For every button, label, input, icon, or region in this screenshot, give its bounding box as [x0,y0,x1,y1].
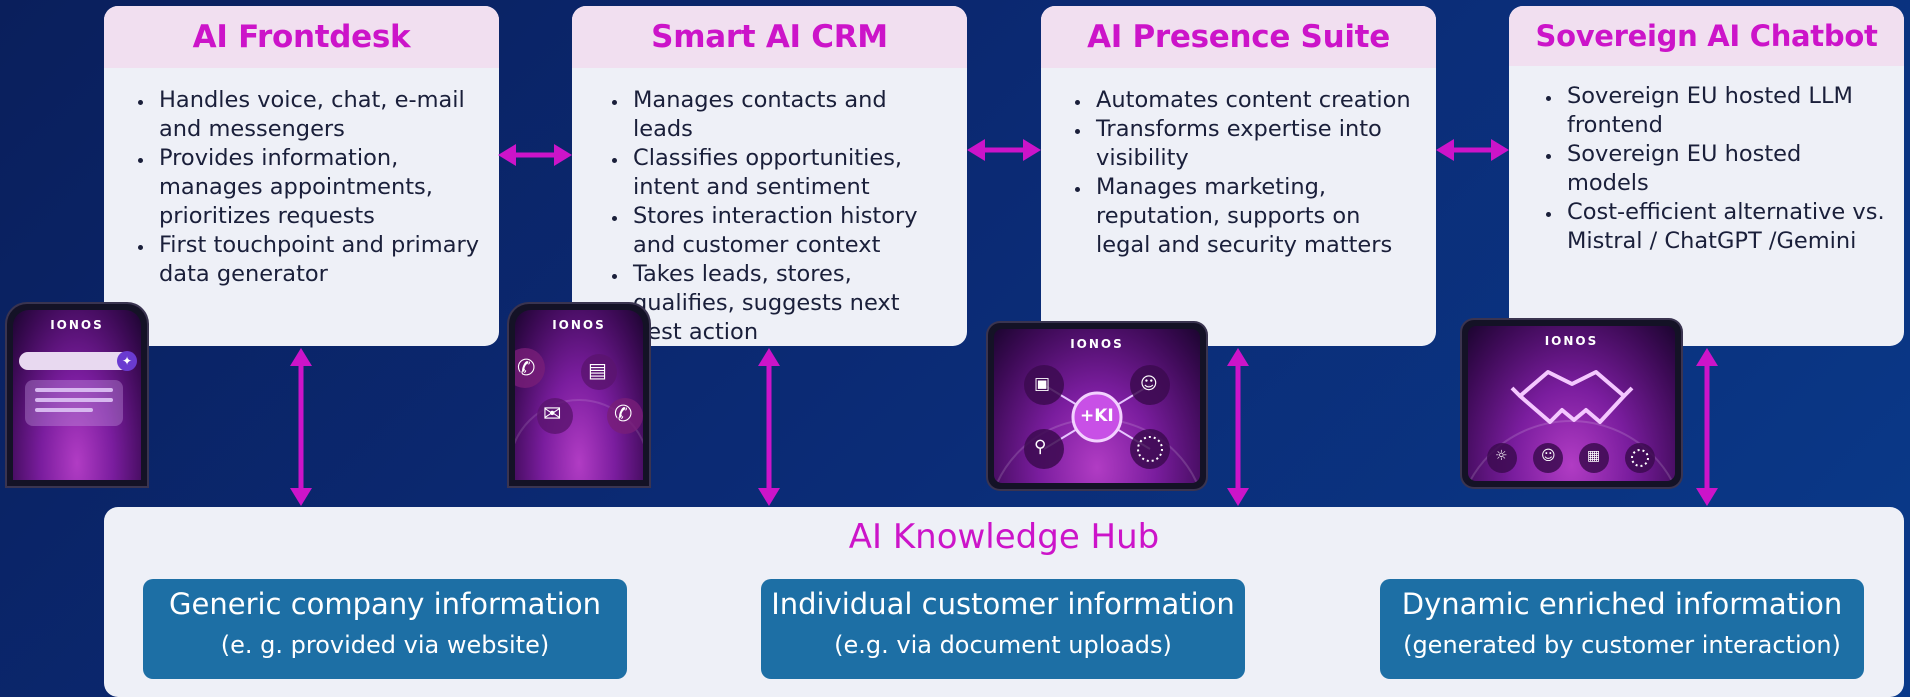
card-title: AI Presence Suite [1087,19,1390,55]
user-icon: ☺ [1541,448,1556,464]
team-rating-icon: ☺ [1140,374,1158,394]
bullet-item: Manages marketing, reputation, supports … [1092,173,1418,260]
info-box-title: Generic company information [169,587,601,621]
double-arrow-horizontal [1436,139,1509,161]
bullet-item: Provides information, manages appointmen… [155,144,481,231]
bullet-list: Manages contacts and leads Classifies op… [572,86,967,346]
phone-mockup-channels: IONOS ✆ ▤ ✉ ✆ [509,304,649,486]
phone-screen: IONOS ✆ ▤ ✉ ✆ [515,310,643,480]
card-header: AI Presence Suite [1041,6,1436,68]
info-box-generic: Generic company information (e. g. provi… [143,579,627,679]
double-arrow-vertical [758,348,780,506]
hub-title: AI Knowledge Hub [848,517,1160,557]
chat-message-bubble [25,380,123,426]
card-header: AI Frontdesk [104,6,499,68]
bullet-item: Transforms expertise into visibility [1092,115,1418,173]
bullet-list: Handles voice, chat, e-mail and messenge… [104,86,499,289]
phone-screen: IONOS ✦ [13,310,141,480]
card-header: Smart AI CRM [572,6,967,68]
info-box-subtitle: (generated by customer interaction) [1403,631,1841,659]
card-sovereign-ai-chatbot: Sovereign AI Chatbot Sovereign EU hosted… [1509,6,1904,346]
phone-mockup-chat: IONOS ✦ [7,304,147,486]
card-ai-frontdesk: AI Frontdesk Handles voice, chat, e-mail… [104,6,499,346]
tablet-mockup-ki: IONOS +KI ▣ ☺ ⚲ [988,323,1206,489]
info-box-title: Dynamic enriched information [1401,587,1843,621]
bullet-item: Manages contacts and leads [629,86,949,144]
tablet-mockup-handshake: IONOS ☼ ☺ ▦ [1462,320,1681,487]
double-arrow-vertical [290,348,312,506]
sparkle-icon: ✦ [117,351,137,371]
bullet-list: Sovereign EU hosted LLM frontend Soverei… [1509,82,1904,256]
bullet-item: Handles voice, chat, e-mail and messenge… [155,86,481,144]
knowledge-hub-panel: AI Knowledge Hub Generic company informa… [104,507,1904,697]
bullet-item: Sovereign EU hosted models [1563,140,1886,198]
channel-icons [515,348,643,445]
tablet-screen: IONOS ☼ ☺ ▦ [1468,326,1675,481]
card-title: Sovereign AI Chatbot [1535,19,1878,53]
ionos-logo: IONOS [1544,334,1599,348]
double-arrow-vertical [1227,348,1249,506]
ionos-logo: IONOS [50,318,104,332]
info-box-subtitle: (e. g. provided via website) [220,631,550,659]
tablet-screen: IONOS +KI ▣ ☺ ⚲ [994,329,1200,483]
document-icon: ▦ [1587,448,1601,464]
browser-cursor-icon: ▣ [1034,374,1051,394]
ki-network-graphic [996,365,1198,483]
info-box-title: Individual customer information [771,587,1235,621]
handshake-graphic [1468,370,1674,481]
bullet-item: Takes leads, stores, qualifies, suggests… [629,260,949,346]
bullet-item: Automates content creation [1092,86,1418,115]
bullet-list: Automates content creation Transforms ex… [1041,86,1436,260]
ionos-logo: IONOS [552,318,606,332]
info-box-subtitle: (e.g. via document uploads) [834,631,1172,659]
double-arrow-horizontal [967,139,1041,161]
card-title: Smart AI CRM [651,19,888,55]
bullet-item: Cost-efficient alternative vs. Mistral /… [1563,198,1886,256]
double-arrow-vertical [1696,348,1718,506]
ki-label: +KI [1080,406,1114,426]
whatsapp-icon: ✆ [614,402,633,427]
chat-icon: ▤ [588,358,607,382]
double-arrow-horizontal [498,144,572,166]
chat-input-bar [19,352,135,370]
card-ai-presence-suite: AI Presence Suite Automates content crea… [1041,6,1436,346]
phone-icon: ✆ [517,356,536,381]
bullet-item: Classifies opportunities, intent and sen… [629,144,949,202]
bullet-item: Sovereign EU hosted LLM frontend [1563,82,1886,140]
card-header: Sovereign AI Chatbot [1509,6,1904,66]
card-title: AI Frontdesk [192,19,411,55]
card-smart-ai-crm: Smart AI CRM Manages contacts and leads … [572,6,967,346]
mail-icon: ✉ [543,402,562,427]
bullet-item: First touchpoint and primary data genera… [155,231,481,289]
ionos-logo: IONOS [1070,337,1124,351]
lightbulb-icon: ☼ [1495,448,1508,464]
info-box-individual: Individual customer information (e.g. vi… [761,579,1245,679]
info-box-dynamic: Dynamic enriched information (generated … [1380,579,1864,679]
analytics-search-icon: ⚲ [1034,437,1047,457]
bullet-item: Stores interaction history and customer … [629,202,949,260]
